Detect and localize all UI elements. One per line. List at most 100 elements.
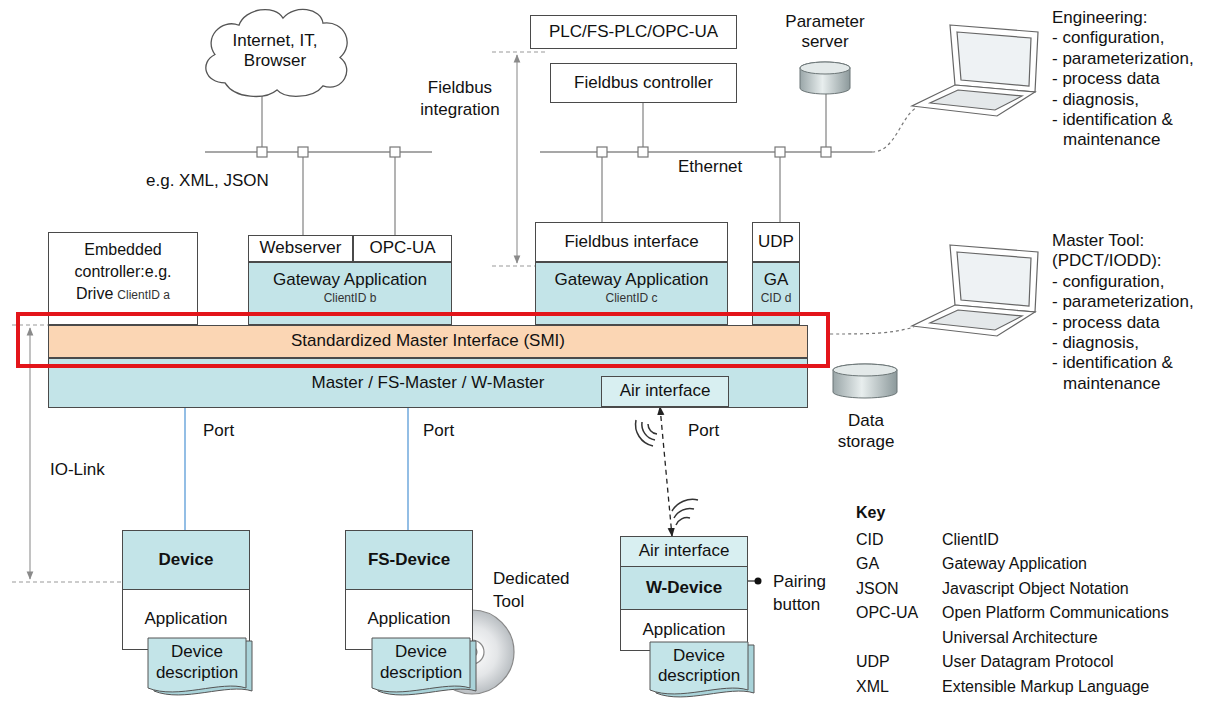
- key-cell: XML: [856, 675, 942, 700]
- key-cell: Javascript Object Notation: [942, 577, 1220, 602]
- highlight-frame: [18, 314, 828, 366]
- tool-feature-text: - identification & maintenance: [1052, 110, 1220, 151]
- protocol-box: UDP: [752, 222, 800, 262]
- bus-tap: [638, 147, 648, 157]
- udp-wire: [779, 152, 780, 225]
- box-label: Device description: [654, 646, 744, 687]
- laptop-icon: [912, 245, 1038, 336]
- box-label: GA: [764, 270, 789, 290]
- cylinder-body: [800, 62, 850, 94]
- key-cell: Gateway Application: [942, 552, 1220, 577]
- box-label: Fieldbus interface: [564, 232, 698, 252]
- cloud-wire: [261, 92, 262, 152]
- feature-list: Master Tool:(PDCT/IODD):- configuration,…: [1052, 231, 1220, 394]
- server-wire: [825, 92, 826, 152]
- key-table: KeyCIDClientIDGAGateway ApplicationJSONJ…: [856, 501, 1220, 699]
- tool-feature-text: Master Tool:: [1052, 231, 1220, 251]
- master-tool-link: [830, 327, 914, 334]
- bus-tap: [821, 147, 831, 157]
- button-label: Pairing button: [773, 570, 845, 616]
- tool-feature-text: - configuration,: [1052, 272, 1220, 292]
- cloud-shape: Internet, IT, Browser: [195, 2, 355, 100]
- laptop-base: [912, 305, 1035, 336]
- box-label: Master / FS-Master / W-Master: [312, 373, 545, 393]
- port-label: Port: [688, 421, 719, 441]
- fieldbus-wire: [601, 152, 602, 225]
- key-cell: OPC-UA: [856, 601, 942, 650]
- laptop-lid: [950, 25, 1038, 92]
- tool-feature-text: (PDCT/IODD):: [1052, 251, 1220, 271]
- radio-wave: [674, 509, 694, 518]
- key-cell: UDP: [856, 650, 942, 675]
- box-label: Device description: [376, 642, 466, 683]
- radio-wave: [672, 499, 698, 511]
- port-label: Port: [203, 421, 234, 441]
- key-cell: GA: [856, 552, 942, 577]
- air-interface-box: Air interface: [601, 376, 729, 407]
- box-label: Data storage: [826, 411, 906, 452]
- box-label: Webserver: [260, 238, 342, 258]
- controller-box: Embedded controller:e.g. DriveClientID a: [48, 232, 198, 325]
- tool-feature-text: - parameterization,: [1052, 292, 1220, 312]
- key-cell: User Datagram Protocol: [942, 650, 1220, 675]
- pairing-dot: [755, 578, 762, 585]
- box-label: PLC/FS-PLC/OPC-UA: [549, 22, 718, 42]
- tool-links: [830, 108, 916, 334]
- box-label: Air interface: [639, 541, 730, 561]
- document-shape: Device description: [372, 638, 476, 698]
- box-label: Device description: [152, 642, 242, 683]
- radio-wave: [676, 518, 690, 525]
- cylinder-body: [833, 364, 897, 398]
- box-label: Application: [642, 620, 725, 640]
- client-id-label: ClientID a: [117, 288, 170, 302]
- box-label: W-Device: [646, 567, 722, 609]
- cylinder-top: [833, 364, 897, 376]
- device-box: FS-DeviceApplication: [345, 530, 473, 650]
- air-interface-box: Air interface: [620, 536, 748, 567]
- tool-feature-text: - process data: [1052, 69, 1220, 89]
- radio-wave: [636, 420, 653, 446]
- cylinder-top: [800, 62, 850, 74]
- bracket-arrow: [29, 328, 30, 579]
- server-cylinder: Parameter server: [785, 12, 865, 96]
- tool-feature-text: - configuration,: [1052, 28, 1220, 48]
- radio-wave: [648, 424, 657, 434]
- bus-tap: [390, 147, 400, 157]
- bus-label: Ethernet: [678, 157, 742, 177]
- radio-wave: [642, 422, 655, 440]
- webserver-wire: [302, 152, 303, 238]
- bus-tap: [298, 147, 308, 157]
- tool-feature-text: - identification & maintenance: [1052, 353, 1220, 394]
- controller-box: Fieldbus controller: [550, 63, 737, 103]
- laptop-keyboard: [930, 90, 1022, 110]
- bracket-tick: [492, 265, 535, 266]
- bus-tap: [775, 147, 785, 157]
- bracket-label: IO-Link: [50, 460, 105, 480]
- box-label: FS-Device: [368, 531, 450, 589]
- box-label: Standardized Master Interface (SMI): [291, 331, 565, 351]
- gateway-box: Gateway ApplicationClientID b: [248, 262, 452, 325]
- box-label: Fieldbus controller: [574, 73, 713, 93]
- engineering-link: [872, 108, 916, 152]
- laptop-keyboard: [930, 310, 1022, 330]
- key-title: Key: [856, 501, 1220, 526]
- key-cell: Open Platform Communications Universal A…: [942, 601, 1220, 650]
- port-label: Port: [423, 421, 454, 441]
- port-line: [184, 408, 186, 530]
- box-label: Air interface: [620, 381, 711, 401]
- bus-taps: [257, 147, 831, 157]
- pairing-button: [748, 578, 762, 585]
- document-front: [650, 642, 748, 694]
- box-label: OPC-UA: [369, 238, 435, 258]
- document-front: [372, 638, 470, 692]
- document-shape: Device description: [650, 642, 754, 700]
- interface-box: Fieldbus interface: [535, 222, 728, 262]
- box-label: Device: [159, 531, 214, 589]
- interface-band: Standardized Master Interface (SMI): [48, 325, 808, 358]
- bracket-tick: [12, 581, 122, 582]
- bracket-arrow: [516, 55, 517, 263]
- laptop-screen: [957, 32, 1031, 86]
- bracket-label: Fieldbus integration: [408, 77, 512, 121]
- client-id-label: ClientID c: [605, 291, 657, 305]
